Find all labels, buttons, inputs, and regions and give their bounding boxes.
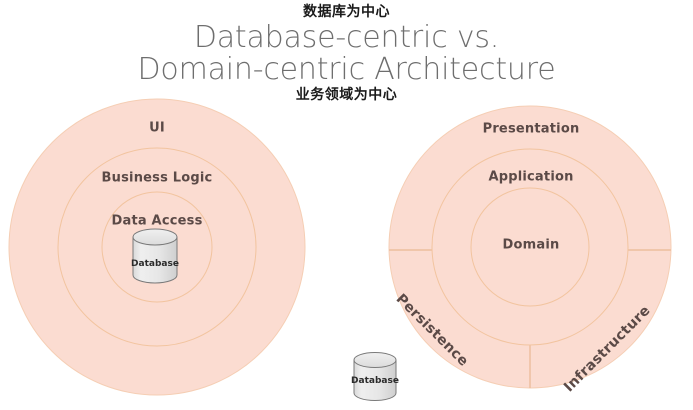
ring-domain: [470, 187, 590, 307]
left-database-cylinder: [132, 228, 178, 284]
bottom-database-cylinder: [353, 352, 397, 401]
right-architecture-circles: [388, 105, 672, 389]
